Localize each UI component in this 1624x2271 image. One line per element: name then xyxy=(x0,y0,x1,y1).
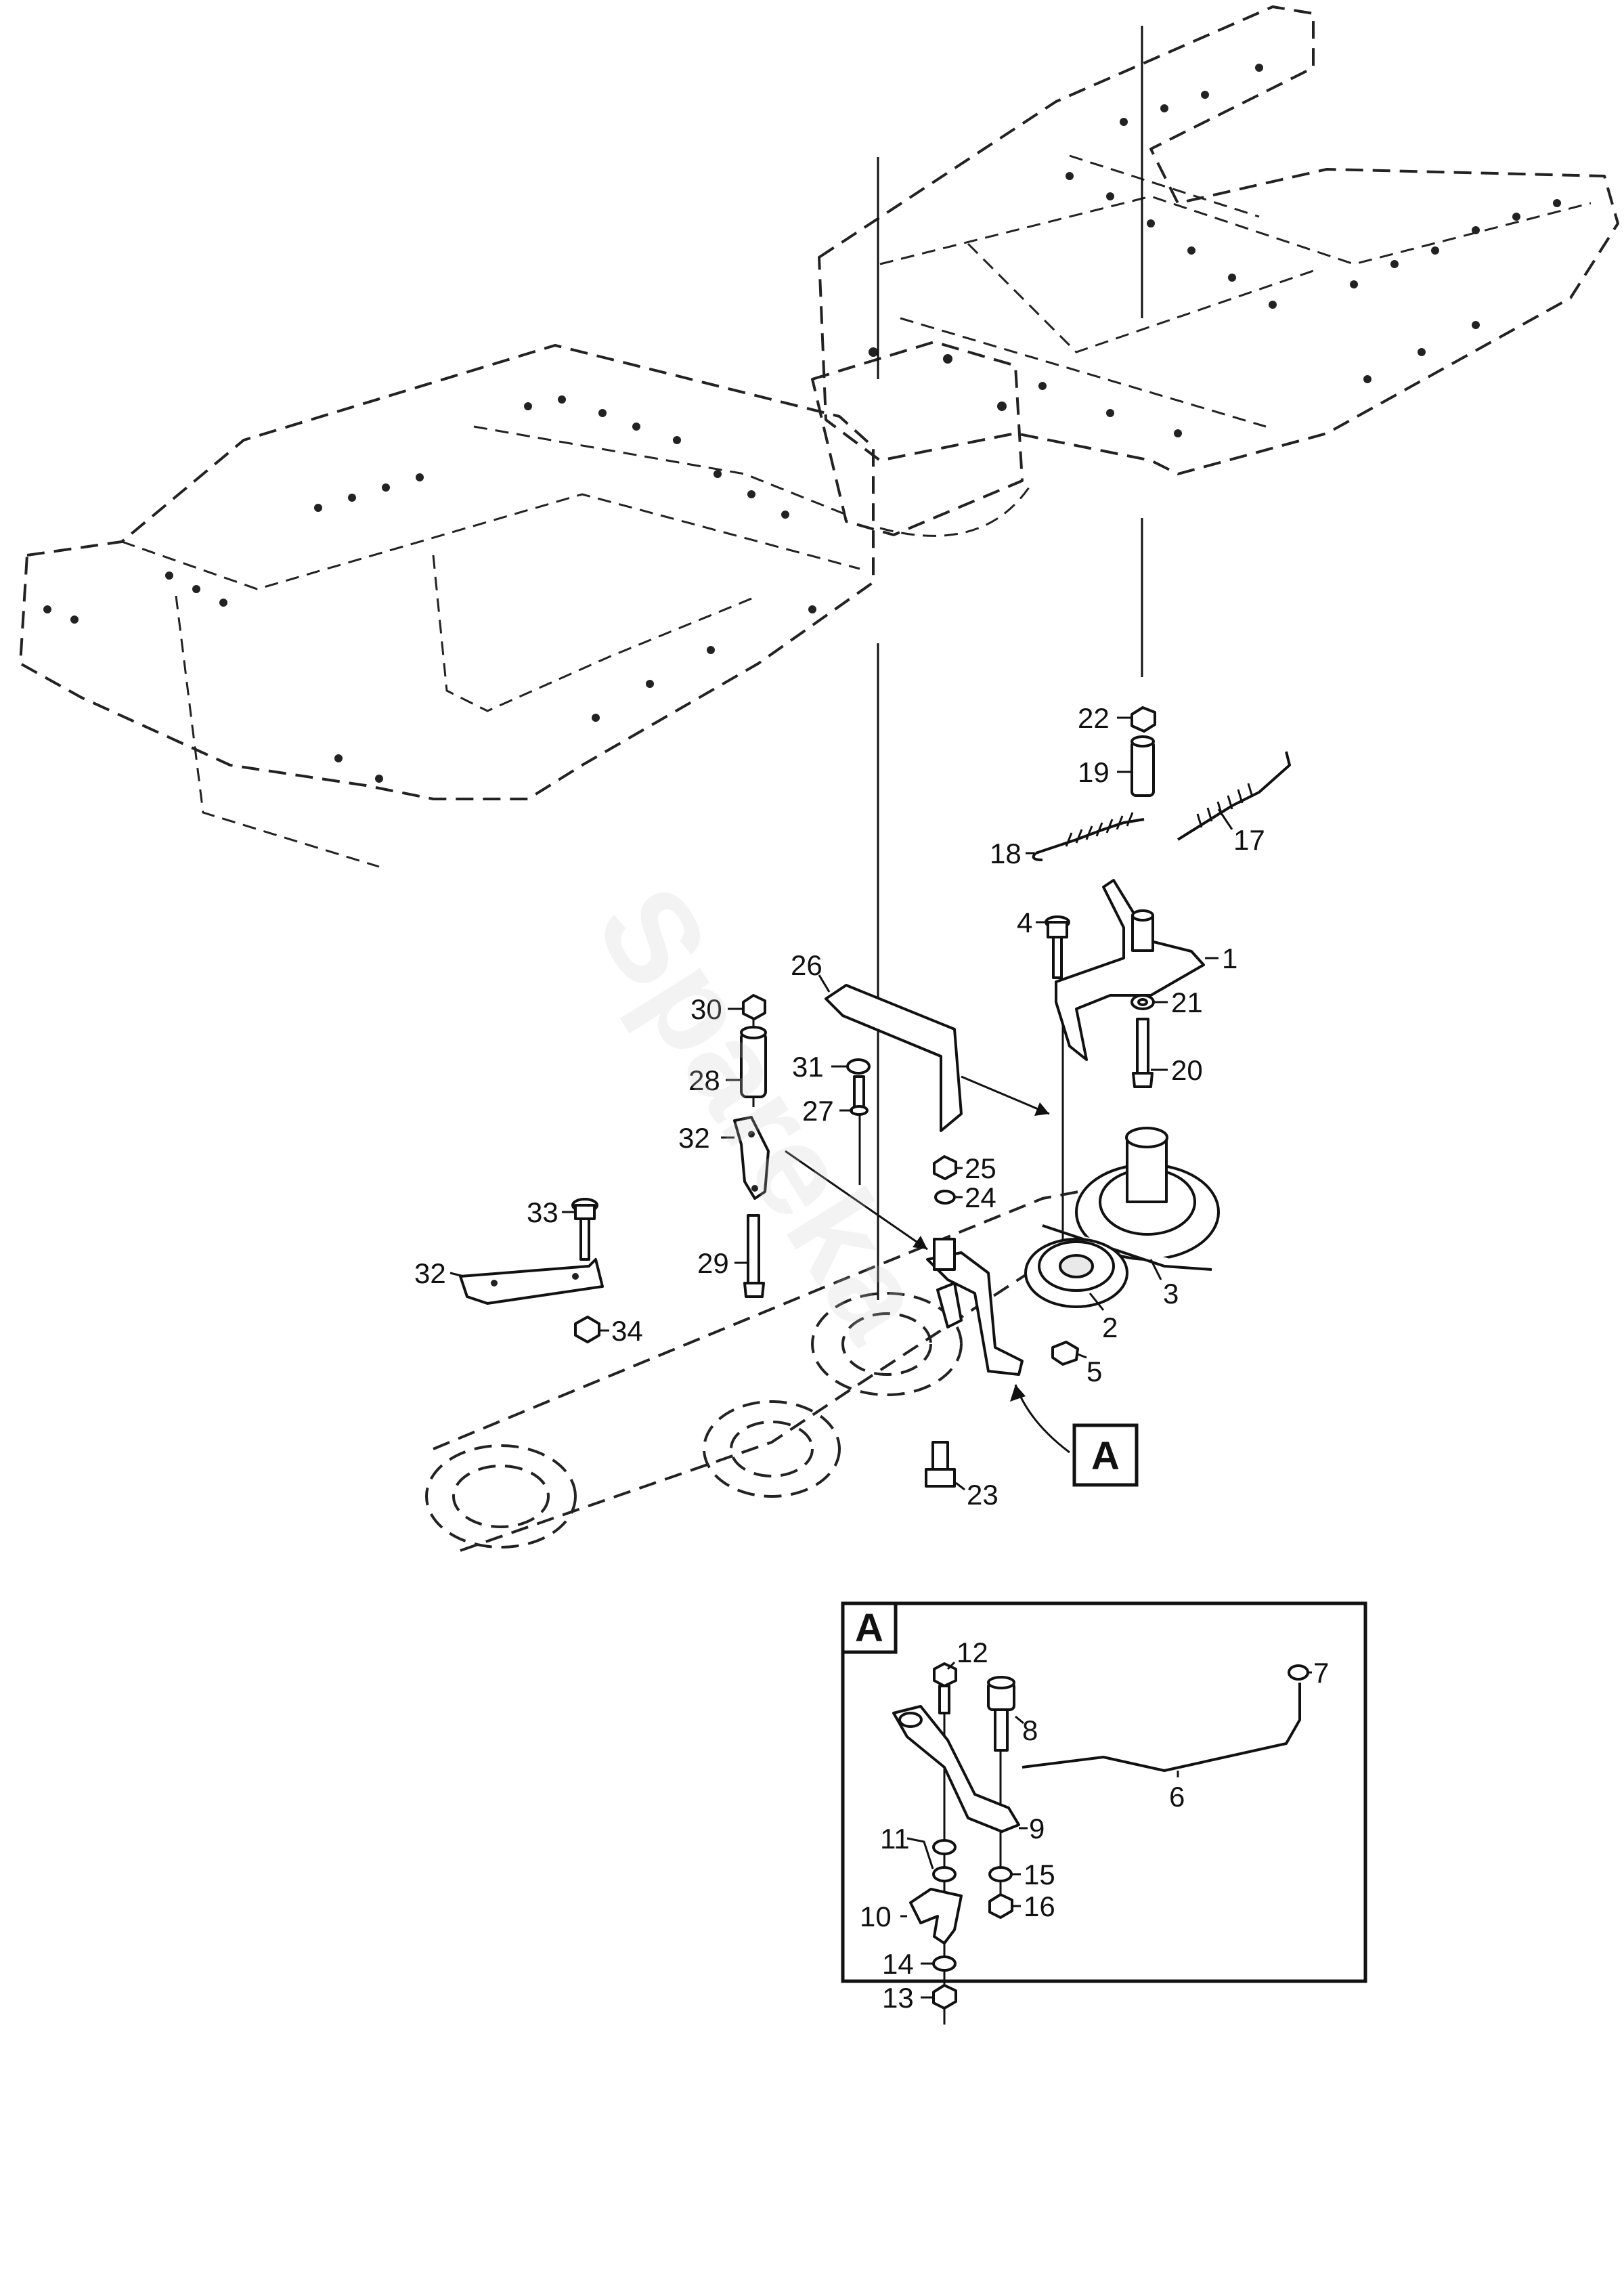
detail-a-marker: A xyxy=(1072,1423,1139,1487)
bolt-29 xyxy=(743,1214,765,1298)
idler-pulley-2 xyxy=(1024,1238,1128,1308)
callout-6: 6 xyxy=(1169,1781,1185,1813)
callout-26: 26 xyxy=(791,949,822,981)
washer-21 xyxy=(1131,994,1155,1010)
bolt-8 xyxy=(987,1676,1015,1752)
callout-24: 24 xyxy=(965,1182,996,1213)
nut-22 xyxy=(1131,706,1156,733)
callout-15: 15 xyxy=(1024,1859,1055,1890)
assembly-axes xyxy=(752,26,1143,1300)
callout-22: 22 xyxy=(1078,702,1110,734)
callout-20: 20 xyxy=(1171,1054,1203,1086)
bolt-4 xyxy=(1045,915,1070,979)
rod-6 xyxy=(1022,1683,1301,1772)
bolt-27 xyxy=(850,1075,869,1116)
callout-32a: 32 xyxy=(678,1122,710,1154)
clip-7 xyxy=(1288,1664,1309,1681)
nut-25 xyxy=(933,1155,957,1180)
callout-19: 19 xyxy=(1078,756,1110,788)
callout-9: 9 xyxy=(1029,1813,1045,1844)
bolt-12 xyxy=(933,1662,957,1714)
callout-3: 3 xyxy=(1163,1278,1179,1310)
assembly-arrows xyxy=(785,1075,1070,1454)
parts xyxy=(459,706,1291,1488)
bolt-33 xyxy=(571,1198,598,1261)
spring-18 xyxy=(1032,812,1145,861)
callout-21: 21 xyxy=(1171,987,1203,1018)
idler-arm-1 xyxy=(1055,879,1205,1061)
bracket-10 xyxy=(909,1888,963,1945)
nut-13 xyxy=(932,1984,957,2010)
callout-14: 14 xyxy=(882,1948,914,1980)
callout-18: 18 xyxy=(990,838,1022,869)
bracket-26 xyxy=(825,984,963,1132)
callout-23: 23 xyxy=(967,1479,998,1511)
callouts: 1 2 3 4 5 6 7 8 9 10 11 12 13 14 15 16 1 xyxy=(414,702,1329,2014)
washers-11 xyxy=(932,1839,957,1882)
callout-27: 27 xyxy=(802,1095,834,1127)
callout-33: 33 xyxy=(527,1196,558,1228)
nut-30 xyxy=(742,994,766,1020)
callout-28: 28 xyxy=(688,1064,720,1096)
callout-16: 16 xyxy=(1024,1890,1055,1922)
nut-31 xyxy=(846,1058,871,1075)
plate-32-lower xyxy=(459,1258,604,1305)
callout-4: 4 xyxy=(1017,907,1032,938)
callout-1: 1 xyxy=(1222,943,1237,974)
idler-arm-9 xyxy=(892,1705,1020,1833)
chassis-frame xyxy=(19,5,1619,868)
callout-5: 5 xyxy=(1087,1356,1102,1387)
detail-a-marker-label: A xyxy=(1091,1434,1120,1478)
nut-34 xyxy=(574,1316,600,1343)
callout-10: 10 xyxy=(860,1901,892,1932)
callout-2: 2 xyxy=(1102,1312,1118,1343)
idler-arm-assembly xyxy=(926,1238,1024,1376)
callout-12: 12 xyxy=(957,1637,988,1668)
spring-17 xyxy=(1177,751,1291,841)
callout-31: 31 xyxy=(792,1051,824,1083)
detail-a-inset-label: A xyxy=(855,1606,883,1650)
callout-17: 17 xyxy=(1233,824,1265,856)
callout-8: 8 xyxy=(1022,1714,1038,1746)
callout-32b: 32 xyxy=(414,1257,446,1289)
washer-14 xyxy=(932,1955,957,1972)
spacer-19 xyxy=(1131,735,1155,797)
spacer-28 xyxy=(740,1026,767,1098)
plate-32-upper xyxy=(733,1116,770,1200)
callout-30: 30 xyxy=(690,993,722,1025)
callout-34: 34 xyxy=(611,1315,643,1347)
bolt-20 xyxy=(1132,1018,1154,1088)
callout-13: 13 xyxy=(882,1982,914,2014)
washer-24 xyxy=(934,1190,956,1205)
callout-11: 11 xyxy=(880,1823,910,1855)
nut-5 xyxy=(1051,1341,1079,1366)
detail-a-inset: A xyxy=(841,1601,1367,2025)
callout-7: 7 xyxy=(1313,1657,1329,1689)
nut-16 xyxy=(988,1893,1013,1919)
callout-29: 29 xyxy=(697,1247,729,1279)
washer-15 xyxy=(988,1866,1013,1882)
bolt-23 xyxy=(925,1441,956,1488)
callout-25: 25 xyxy=(965,1152,996,1184)
